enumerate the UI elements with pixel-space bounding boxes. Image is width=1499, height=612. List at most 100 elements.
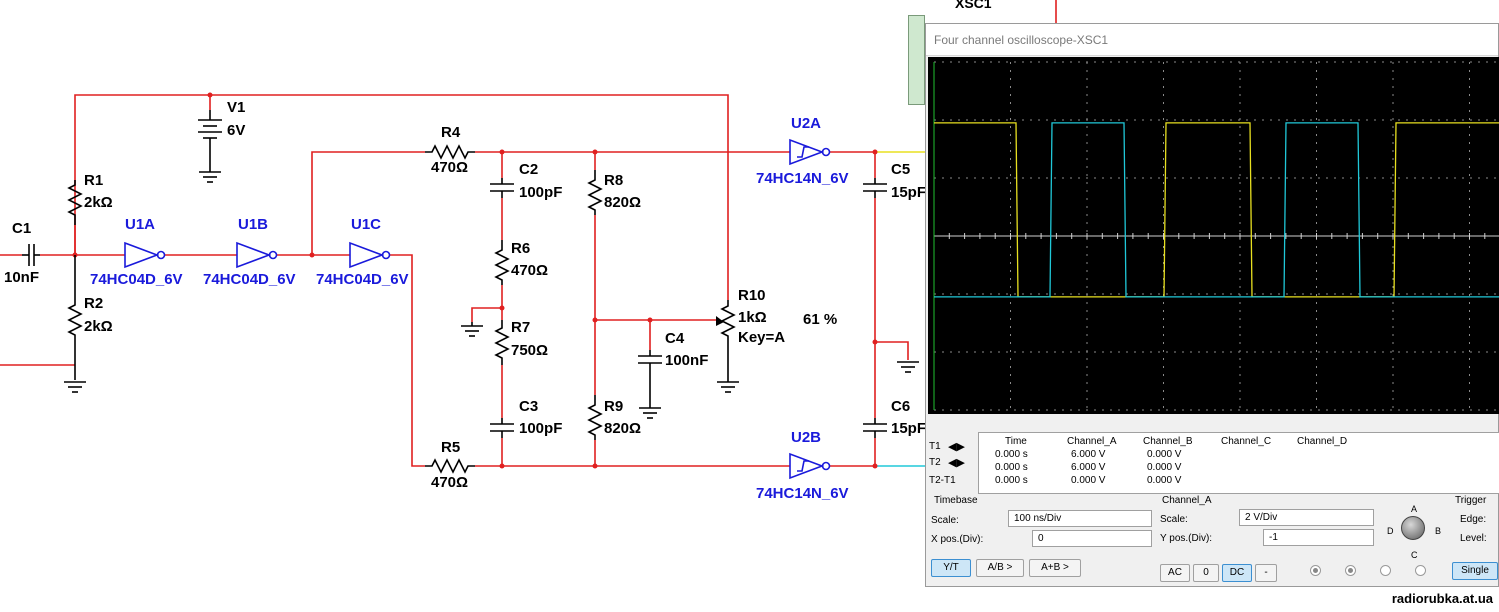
capacitor-c3[interactable]: C3 100pF <box>490 398 562 438</box>
channel-section-title: Channel_A <box>1162 495 1212 506</box>
delta-channel-a: 0.000 V <box>1071 475 1106 486</box>
channel-radio-1[interactable] <box>1310 565 1321 576</box>
col-channel-a: Channel_A <box>1067 436 1117 447</box>
resistor-r1[interactable]: R1 2kΩ <box>67 172 113 255</box>
knob-label-c: C <box>1411 550 1418 560</box>
c4-name: C4 <box>665 330 685 347</box>
trigger-section-title: Trigger <box>1455 495 1487 506</box>
capacitor-c5[interactable]: C5 15pF <box>863 161 926 201</box>
u2a-name: U2A <box>791 115 821 132</box>
col-channel-b: Channel_B <box>1143 436 1193 447</box>
r1-value: 2kΩ <box>84 194 113 211</box>
invert-button[interactable]: - <box>1255 564 1277 582</box>
timebase-section-title: Timebase <box>934 495 978 506</box>
u1c-name: U1C <box>351 216 381 233</box>
channel-radio-4[interactable] <box>1415 565 1426 576</box>
t1-time: 0.000 s <box>995 449 1028 460</box>
inverter-u1a[interactable]: U1A 74HC04D_6V <box>90 216 183 288</box>
window-titlebar[interactable]: Four channel oscilloscope-XSC1 <box>926 24 1498 56</box>
resistor-r4[interactable]: R4 470Ω <box>425 124 475 176</box>
r2-value: 2kΩ <box>84 318 113 335</box>
trace-channel-b <box>934 122 1499 298</box>
ac-coupling-button[interactable]: AC <box>1160 564 1190 582</box>
single-trigger-button[interactable]: Single <box>1452 562 1498 580</box>
capacitor-c4[interactable]: C4 100nF <box>638 330 708 419</box>
dc-coupling-button[interactable]: DC <box>1222 564 1252 582</box>
c3-name: C3 <box>519 398 538 415</box>
r9-value: 820Ω <box>604 420 641 437</box>
r4-value: 470Ω <box>431 159 468 176</box>
v1-name: V1 <box>227 99 245 116</box>
cursor-delta-label: T2-T1 <box>929 475 956 486</box>
u2a-part: 74HC14N_6V <box>756 170 849 187</box>
c6-value: 15pF <box>891 420 926 437</box>
timebase-scale-field[interactable]: 100 ns/Div <box>1008 510 1152 527</box>
resistor-r8[interactable]: R8 820Ω <box>587 170 641 215</box>
t2-arrows-icon[interactable]: ◀▶ <box>948 457 965 469</box>
inverter-u1b[interactable]: U1B 74HC04D_6V <box>203 216 296 288</box>
watermark: radiorubka.at.ua <box>1391 591 1493 606</box>
ground-symbol <box>64 381 86 393</box>
potentiometer-r10[interactable]: R10 1kΩ Key=A 61 % <box>716 287 837 393</box>
knob-label-d: D <box>1387 526 1394 536</box>
timebase-xpos-field[interactable]: 0 <box>1032 530 1152 547</box>
trigger-edge-label: Edge: <box>1460 514 1487 525</box>
inverter-u1c[interactable]: U1C 74HC04D_6V <box>316 216 409 288</box>
channel-ypos-field[interactable]: -1 <box>1263 529 1374 546</box>
u1b-name: U1B <box>238 216 268 233</box>
cursor-t2-label: T2 <box>929 457 941 468</box>
ab-mode-button[interactable]: A/B > <box>976 559 1024 577</box>
c4-value: 100nF <box>665 352 708 369</box>
oscilloscope-instrument-icon[interactable] <box>908 15 925 105</box>
window-title: Four channel oscilloscope-XSC1 <box>934 33 1109 47</box>
r4-name: R4 <box>441 124 461 141</box>
battery-v1[interactable]: V1 6V <box>198 99 245 183</box>
knob-label-a: A <box>1411 504 1418 514</box>
c6-name: C6 <box>891 398 910 415</box>
c5-value: 15pF <box>891 184 926 201</box>
r6-value: 470Ω <box>511 262 548 279</box>
t1-arrows-icon[interactable]: ◀▶ <box>948 441 965 453</box>
r7-value: 750Ω <box>511 342 548 359</box>
u1c-part: 74HC04D_6V <box>316 271 409 288</box>
channel-scale-field[interactable]: 2 V/Div <box>1239 509 1374 526</box>
yt-mode-button[interactable]: Y/T <box>931 559 971 577</box>
capacitor-c6[interactable]: C6 15pF <box>863 398 926 438</box>
c5-name: C5 <box>891 161 910 178</box>
v1-value: 6V <box>227 122 245 139</box>
c3-value: 100pF <box>519 420 562 437</box>
cursor-t1-label: T1 <box>929 441 941 452</box>
resistor-r7[interactable]: R7 750Ω <box>494 319 548 365</box>
r1-name: R1 <box>84 172 103 189</box>
r10-key: Key=A <box>738 329 785 346</box>
resistor-r5[interactable]: R5 470Ω <box>425 439 475 491</box>
a-plus-b-mode-button[interactable]: A+B > <box>1029 559 1081 577</box>
instrument-label: XSC1 <box>955 0 992 11</box>
resistor-r2[interactable]: R2 2kΩ <box>67 255 113 380</box>
c1-name: C1 <box>12 220 31 237</box>
channel-radio-3[interactable] <box>1380 565 1391 576</box>
schmitt-inverter-u2b[interactable]: U2B 74HC14N_6V <box>756 429 849 502</box>
oscilloscope-window[interactable]: Four channel oscilloscope-XSC1 T1 T2 T2-… <box>925 23 1499 587</box>
scope-screen[interactable] <box>928 57 1499 414</box>
capacitor-c2[interactable]: C2 100pF <box>490 161 562 201</box>
zero-coupling-button[interactable]: 0 <box>1193 564 1219 582</box>
col-channel-c: Channel_C <box>1221 436 1272 447</box>
r8-value: 820Ω <box>604 194 641 211</box>
r5-name: R5 <box>441 439 460 456</box>
channel-radio-2[interactable] <box>1345 565 1356 576</box>
c2-name: C2 <box>519 161 538 178</box>
channel-selector-knob[interactable] <box>1401 516 1425 540</box>
trace-channel-a <box>934 122 1499 298</box>
schmitt-inverter-u2a[interactable]: U2A 74HC14N_6V <box>756 115 849 187</box>
wires <box>0 0 1057 467</box>
resistor-r9[interactable]: R9 820Ω <box>587 395 641 440</box>
trigger-level-label: Level: <box>1460 533 1487 544</box>
capacitor-c1[interactable]: C1 10nF <box>4 220 40 286</box>
delta-channel-b: 0.000 V <box>1147 475 1182 486</box>
resistor-r6[interactable]: R6 470Ω <box>494 240 548 285</box>
t2-channel-b: 0.000 V <box>1147 462 1182 473</box>
r7-name: R7 <box>511 319 530 336</box>
u1a-name: U1A <box>125 216 155 233</box>
